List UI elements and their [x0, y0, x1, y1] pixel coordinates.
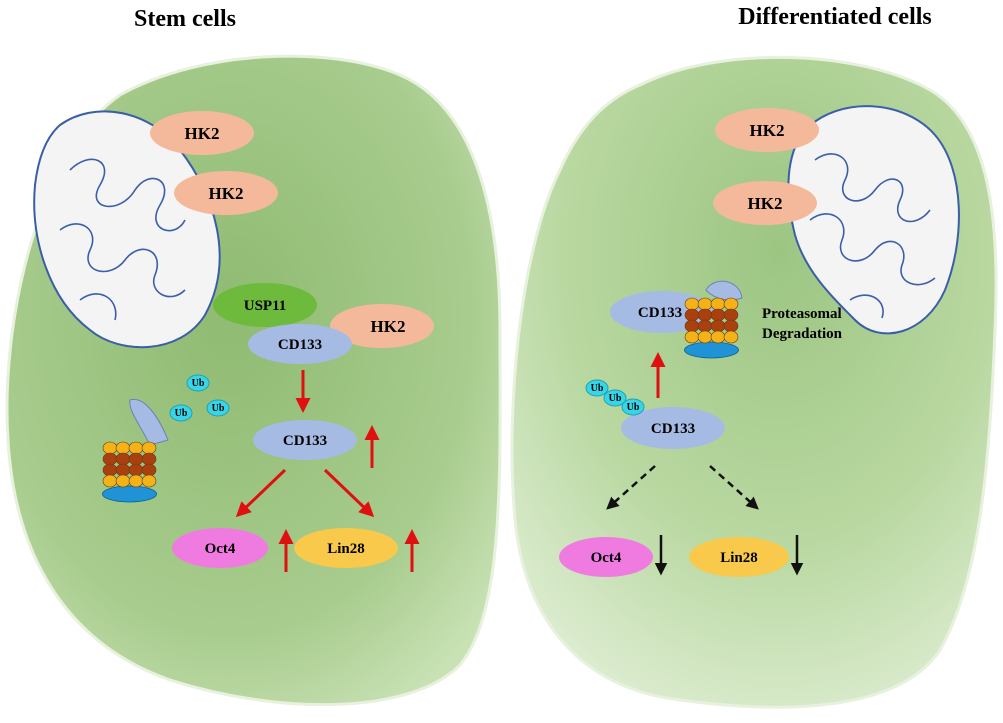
proteasome-subunit — [128, 452, 144, 466]
proteasome-icon — [102, 398, 169, 503]
proteasome-subunit — [684, 330, 700, 344]
oct4-label: Oct4 — [205, 541, 236, 557]
proteasome-subunit — [115, 441, 131, 455]
proteasome-subunit — [115, 474, 131, 488]
cd133-node — [253, 420, 357, 460]
proteasome-subunit — [115, 463, 131, 477]
hk2-label: HK2 — [748, 194, 783, 213]
ub-label: Ub — [212, 403, 225, 414]
cd133-label: CD133 — [283, 433, 327, 449]
hk2-node — [330, 304, 434, 348]
hk2-node — [150, 111, 254, 155]
proteasome-subunit — [141, 463, 157, 477]
ubiquitin-icon — [603, 389, 627, 407]
panel-title-differentiated-cells: Differentiated cells — [738, 4, 932, 30]
proteasome-subunit — [710, 319, 726, 333]
oct4-node — [172, 528, 268, 568]
usp11-label: USP11 — [244, 298, 287, 314]
ub-label: Ub — [591, 383, 604, 394]
proteasome-subunit — [141, 452, 157, 466]
ubiquitin-icon — [186, 374, 210, 392]
proteasome-subunit — [684, 308, 700, 322]
ubiquitin-icon — [169, 404, 193, 422]
proteasome-subunit — [141, 474, 157, 488]
panel-title-stem-cells: Stem cells — [134, 6, 236, 32]
proteasome-subunit — [102, 474, 118, 488]
proteasome-subunit — [102, 463, 118, 477]
proteasome-subunit — [697, 297, 713, 311]
cd133-node — [621, 407, 725, 449]
lin28-label: Lin28 — [720, 550, 758, 566]
hk2-node — [715, 108, 819, 152]
degradation-label: Degradation — [762, 326, 843, 342]
stem-cell: HK2 HK2 USP11 HK2 CD133 CD133 Oct4 Lin28… — [5, 54, 502, 707]
dashed-arrow-to-oct4 — [606, 465, 656, 510]
proteasome-subunit — [710, 308, 726, 322]
mitochondrion-right — [787, 105, 960, 335]
hk2-label: HK2 — [371, 317, 406, 336]
ub-label: Ub — [627, 402, 640, 413]
hk2-label: HK2 — [209, 184, 244, 203]
proteasome-subunit — [710, 297, 726, 311]
proteasome-subunit — [697, 308, 713, 322]
lin28-label: Lin28 — [327, 541, 365, 557]
hk2-label: HK2 — [185, 124, 220, 143]
proteasome-base — [102, 485, 157, 503]
cd133-node — [248, 324, 352, 364]
hk2-label: HK2 — [750, 121, 785, 140]
proteasome-subunit — [684, 297, 700, 311]
cd133-label: CD133 — [638, 305, 682, 321]
proteasome-subunit — [723, 330, 739, 344]
proteasome-subunit — [102, 441, 118, 455]
proteasome-icon — [684, 280, 743, 359]
proteasome-subunit — [723, 308, 739, 322]
proteasome-subunit — [684, 319, 700, 333]
proteasome-subunit — [128, 474, 144, 488]
arrow-to-lin28 — [323, 468, 375, 518]
ubiquitin-icon — [621, 398, 645, 416]
usp11-node — [213, 283, 317, 327]
cd133-label: CD133 — [278, 337, 322, 353]
proteasome-subunit — [128, 441, 144, 455]
dashed-arrow-to-lin28 — [709, 465, 759, 510]
proteasome-base — [684, 341, 739, 359]
oct4-node — [559, 537, 653, 577]
arrow-to-oct4 — [235, 468, 287, 518]
ubiquitin-icon — [585, 379, 609, 397]
ub-label: Ub — [175, 408, 188, 419]
proteasome-subunit — [102, 452, 118, 466]
cd133-label: CD133 — [651, 421, 695, 437]
proteasome-subunit — [723, 297, 739, 311]
ub-label: Ub — [192, 378, 205, 389]
proteasome-subunit — [115, 452, 131, 466]
differentiated-cell: HK2 HK2 CD133 Proteasomal Degradation CD… — [510, 55, 998, 709]
proteasome-subunit — [141, 441, 157, 455]
hk2-node — [174, 171, 278, 215]
oct4-label: Oct4 — [591, 550, 622, 566]
ubiquitin-icon — [206, 399, 230, 417]
proteasome-subunit — [128, 463, 144, 477]
proteasome-subunit — [697, 330, 713, 344]
proteasome-subunit — [723, 319, 739, 333]
proteasome-subunit — [697, 319, 713, 333]
lin28-node — [294, 528, 398, 568]
ub-label: Ub — [609, 393, 622, 404]
degradation-label: Proteasomal — [762, 306, 842, 322]
lin28-node — [689, 537, 789, 577]
hk2-node — [713, 181, 817, 225]
proteasome-subunit — [710, 330, 726, 344]
